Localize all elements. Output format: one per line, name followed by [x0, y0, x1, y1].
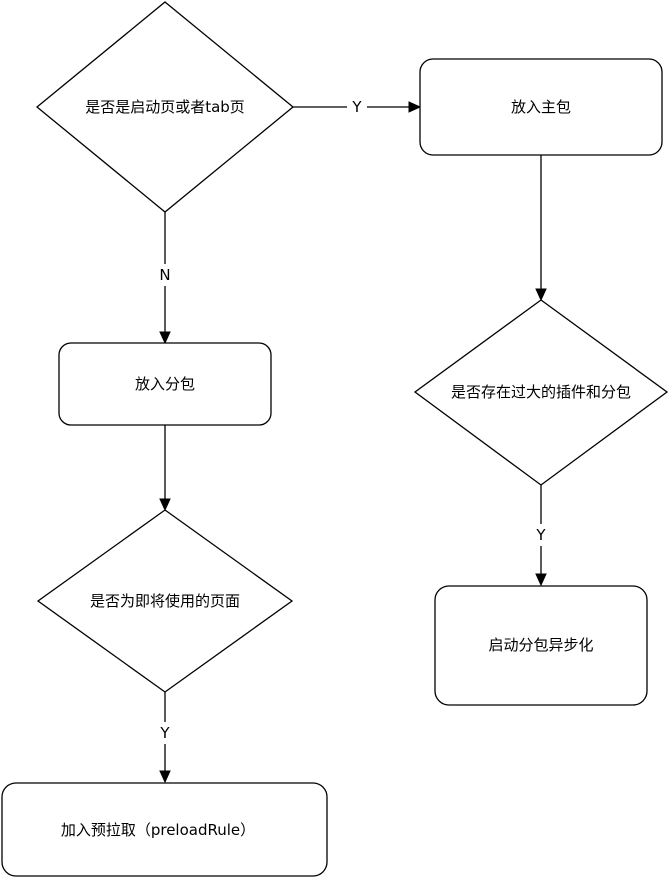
edge-label-yes: Y	[159, 724, 170, 742]
decision-label: 是否存在过大的插件和分包	[451, 383, 631, 401]
edge-subpackage-to-upcoming	[159, 425, 171, 512]
decision-is-launch-or-tab: 是否是启动页或者tab页	[35, 1, 295, 213]
edge-label-yes: Y	[535, 526, 546, 544]
decision-label: 是否为即将使用的页面	[90, 592, 240, 610]
process-label: 加入预拉取（preloadRule）	[61, 821, 255, 839]
decision-label: 是否是启动页或者tab页	[85, 98, 245, 116]
process-add-preload: 加入预拉取（preloadRule）	[1, 782, 328, 877]
process-put-main-package: 放入主包	[419, 58, 663, 156]
edge-label-no: N	[159, 266, 170, 284]
process-label: 放入主包	[511, 98, 571, 116]
process-label: 启动分包异步化	[488, 636, 593, 654]
edge-main-to-plugins	[535, 155, 547, 302]
process-put-subpackage: 放入分包	[58, 342, 272, 426]
edge-upcoming-to-preload: Y	[155, 692, 175, 784]
edge-launch-to-main: Y	[293, 97, 422, 117]
edge-label-yes: Y	[351, 98, 362, 116]
edge-launch-to-subpackage: N	[155, 212, 175, 345]
process-label: 放入分包	[135, 375, 195, 393]
edge-plugins-to-async: Y	[531, 485, 551, 587]
process-async-subpackage: 启动分包异步化	[434, 585, 648, 706]
decision-has-large-plugins: 是否存在过大的插件和分包	[413, 299, 669, 486]
decision-is-upcoming-page: 是否为即将使用的页面	[36, 509, 294, 693]
